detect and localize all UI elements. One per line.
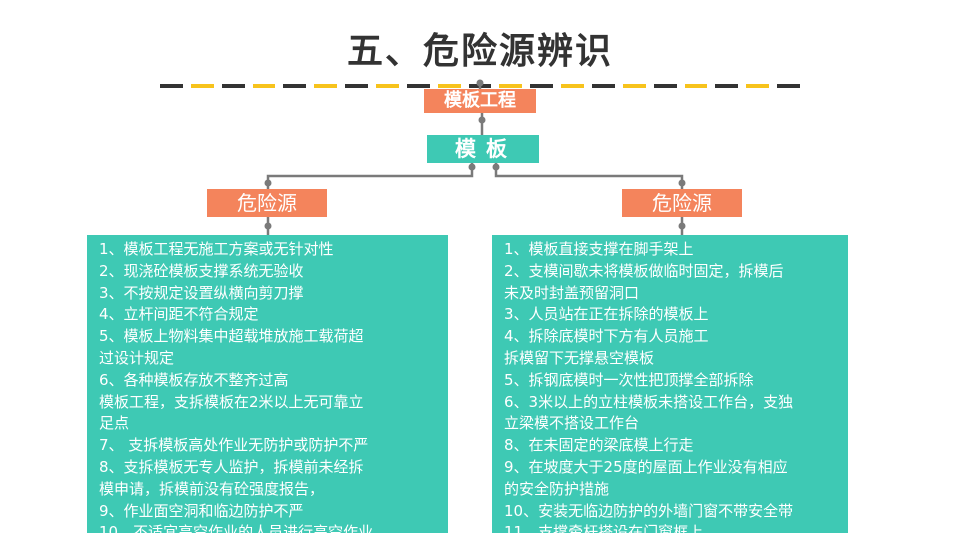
divider-segment xyxy=(190,84,214,88)
list-item: 1、模板工程无施工方案或无针对性 xyxy=(99,240,334,258)
divider-segment xyxy=(437,84,461,88)
connector-mid-to-right xyxy=(494,163,684,189)
connector-dot xyxy=(476,79,484,87)
list-item: 3、人员站在正在拆除的模板上 xyxy=(504,305,709,324)
list-item: 1、模板直接支撑在脚手架上 xyxy=(504,240,694,258)
top-node-label: 模板工程 xyxy=(424,89,536,113)
list-item: 3、不按规定设置纵横向剪刀撑 xyxy=(99,283,304,302)
list-item: 6、各种模板存放不整齐过高 xyxy=(99,370,289,389)
list-item: 8、在未固定的梁底模上行走 xyxy=(504,436,694,455)
list-item: 9、作业面空洞和临边防护不严 xyxy=(99,501,304,520)
divider-segment xyxy=(376,84,399,88)
list-item: 2、支模间歇未将模板做临时固定，拆模后 xyxy=(504,261,784,280)
list-item: 立梁模不搭设工作台 xyxy=(504,414,640,433)
divider-segment xyxy=(221,84,245,88)
list-item: 10、安装无临边防护的外墙门窗不带安全带 xyxy=(504,501,794,520)
divider-segment xyxy=(715,84,739,88)
right-hazard-list: 1、模板直接支撑在脚手架上 2、支模间歇未将模板做临时固定，拆模后 未及时封盖预… xyxy=(492,235,848,541)
list-item: 10、不适宜高空作业的人员进行高空作业 xyxy=(99,523,374,542)
divider-segment xyxy=(345,84,369,88)
divider-segment xyxy=(252,84,276,88)
list-item: 4、拆除底模时下方有人员施工 xyxy=(504,327,709,346)
list-item: 足点 xyxy=(99,414,130,433)
divider-segment xyxy=(653,84,677,88)
left-hazard-list: 1、模板工程无施工方案或无针对性 2、现浇砼模板支撑系统无验收 3、不按规定设置… xyxy=(87,235,448,541)
connector-dot xyxy=(678,222,686,230)
divider-segment xyxy=(561,84,585,88)
divider-segment xyxy=(283,84,307,88)
divider-segment xyxy=(406,84,430,88)
divider-segment xyxy=(684,84,708,88)
list-item: 5、模板上物料集中超载堆放施工载荷超 xyxy=(99,327,364,346)
list-item: 2、现浇砼模板支撑系统无验收 xyxy=(99,261,304,280)
divider-segment xyxy=(530,84,554,88)
divider-segment xyxy=(622,84,646,88)
connector-mid-to-left xyxy=(266,163,474,189)
list-item: 模申请，拆模前没有砼强度报告， xyxy=(99,479,325,498)
connector-dot xyxy=(468,163,476,171)
divider-segment xyxy=(592,84,615,88)
list-item: 4、立杆间距不符合规定 xyxy=(99,305,259,324)
list-item: 拆模留下无撑悬空模板 xyxy=(504,348,655,367)
list-item: 7、 支拆模板高处作业无防护或防护不严 xyxy=(99,436,369,455)
list-item: 的安全防护措施 xyxy=(504,479,610,498)
connector-dot xyxy=(492,163,500,171)
mid-node-label: 模板 xyxy=(427,135,539,163)
right-hazard-heading: 危险源 xyxy=(622,189,742,217)
left-hazard-heading: 危险源 xyxy=(207,189,327,217)
divider-segment xyxy=(314,84,338,88)
connector-dot xyxy=(678,179,686,187)
page-title: 五、危险源辨识 xyxy=(346,31,613,72)
title-divider xyxy=(160,84,801,88)
connector-dot xyxy=(264,179,272,187)
list-item: 模板工程，支拆模板在2米以上无可靠立 xyxy=(99,392,364,411)
connector-dot xyxy=(264,222,272,230)
divider-segment xyxy=(777,84,801,88)
divider-segment xyxy=(160,84,183,88)
list-item: 5、拆钢底模时一次性把顶撑全部拆除 xyxy=(504,370,754,389)
list-item: 9、在坡度大于25度的屋面上作业没有相应 xyxy=(504,457,788,476)
list-item: 过设计规定 xyxy=(99,348,175,367)
list-item: 6、3米以上的立柱模板未搭设工作台，支独 xyxy=(504,392,794,411)
list-item: 未及时封盖预留洞口 xyxy=(504,283,640,302)
divider-segment xyxy=(499,84,523,88)
divider-segment xyxy=(746,84,770,88)
connector-dot xyxy=(478,116,486,124)
list-item: 11、支撑牵杆搭设在门窗框上 xyxy=(504,523,704,542)
list-item: 8、支拆模板无专人监护，拆模前未经拆 xyxy=(99,457,364,476)
